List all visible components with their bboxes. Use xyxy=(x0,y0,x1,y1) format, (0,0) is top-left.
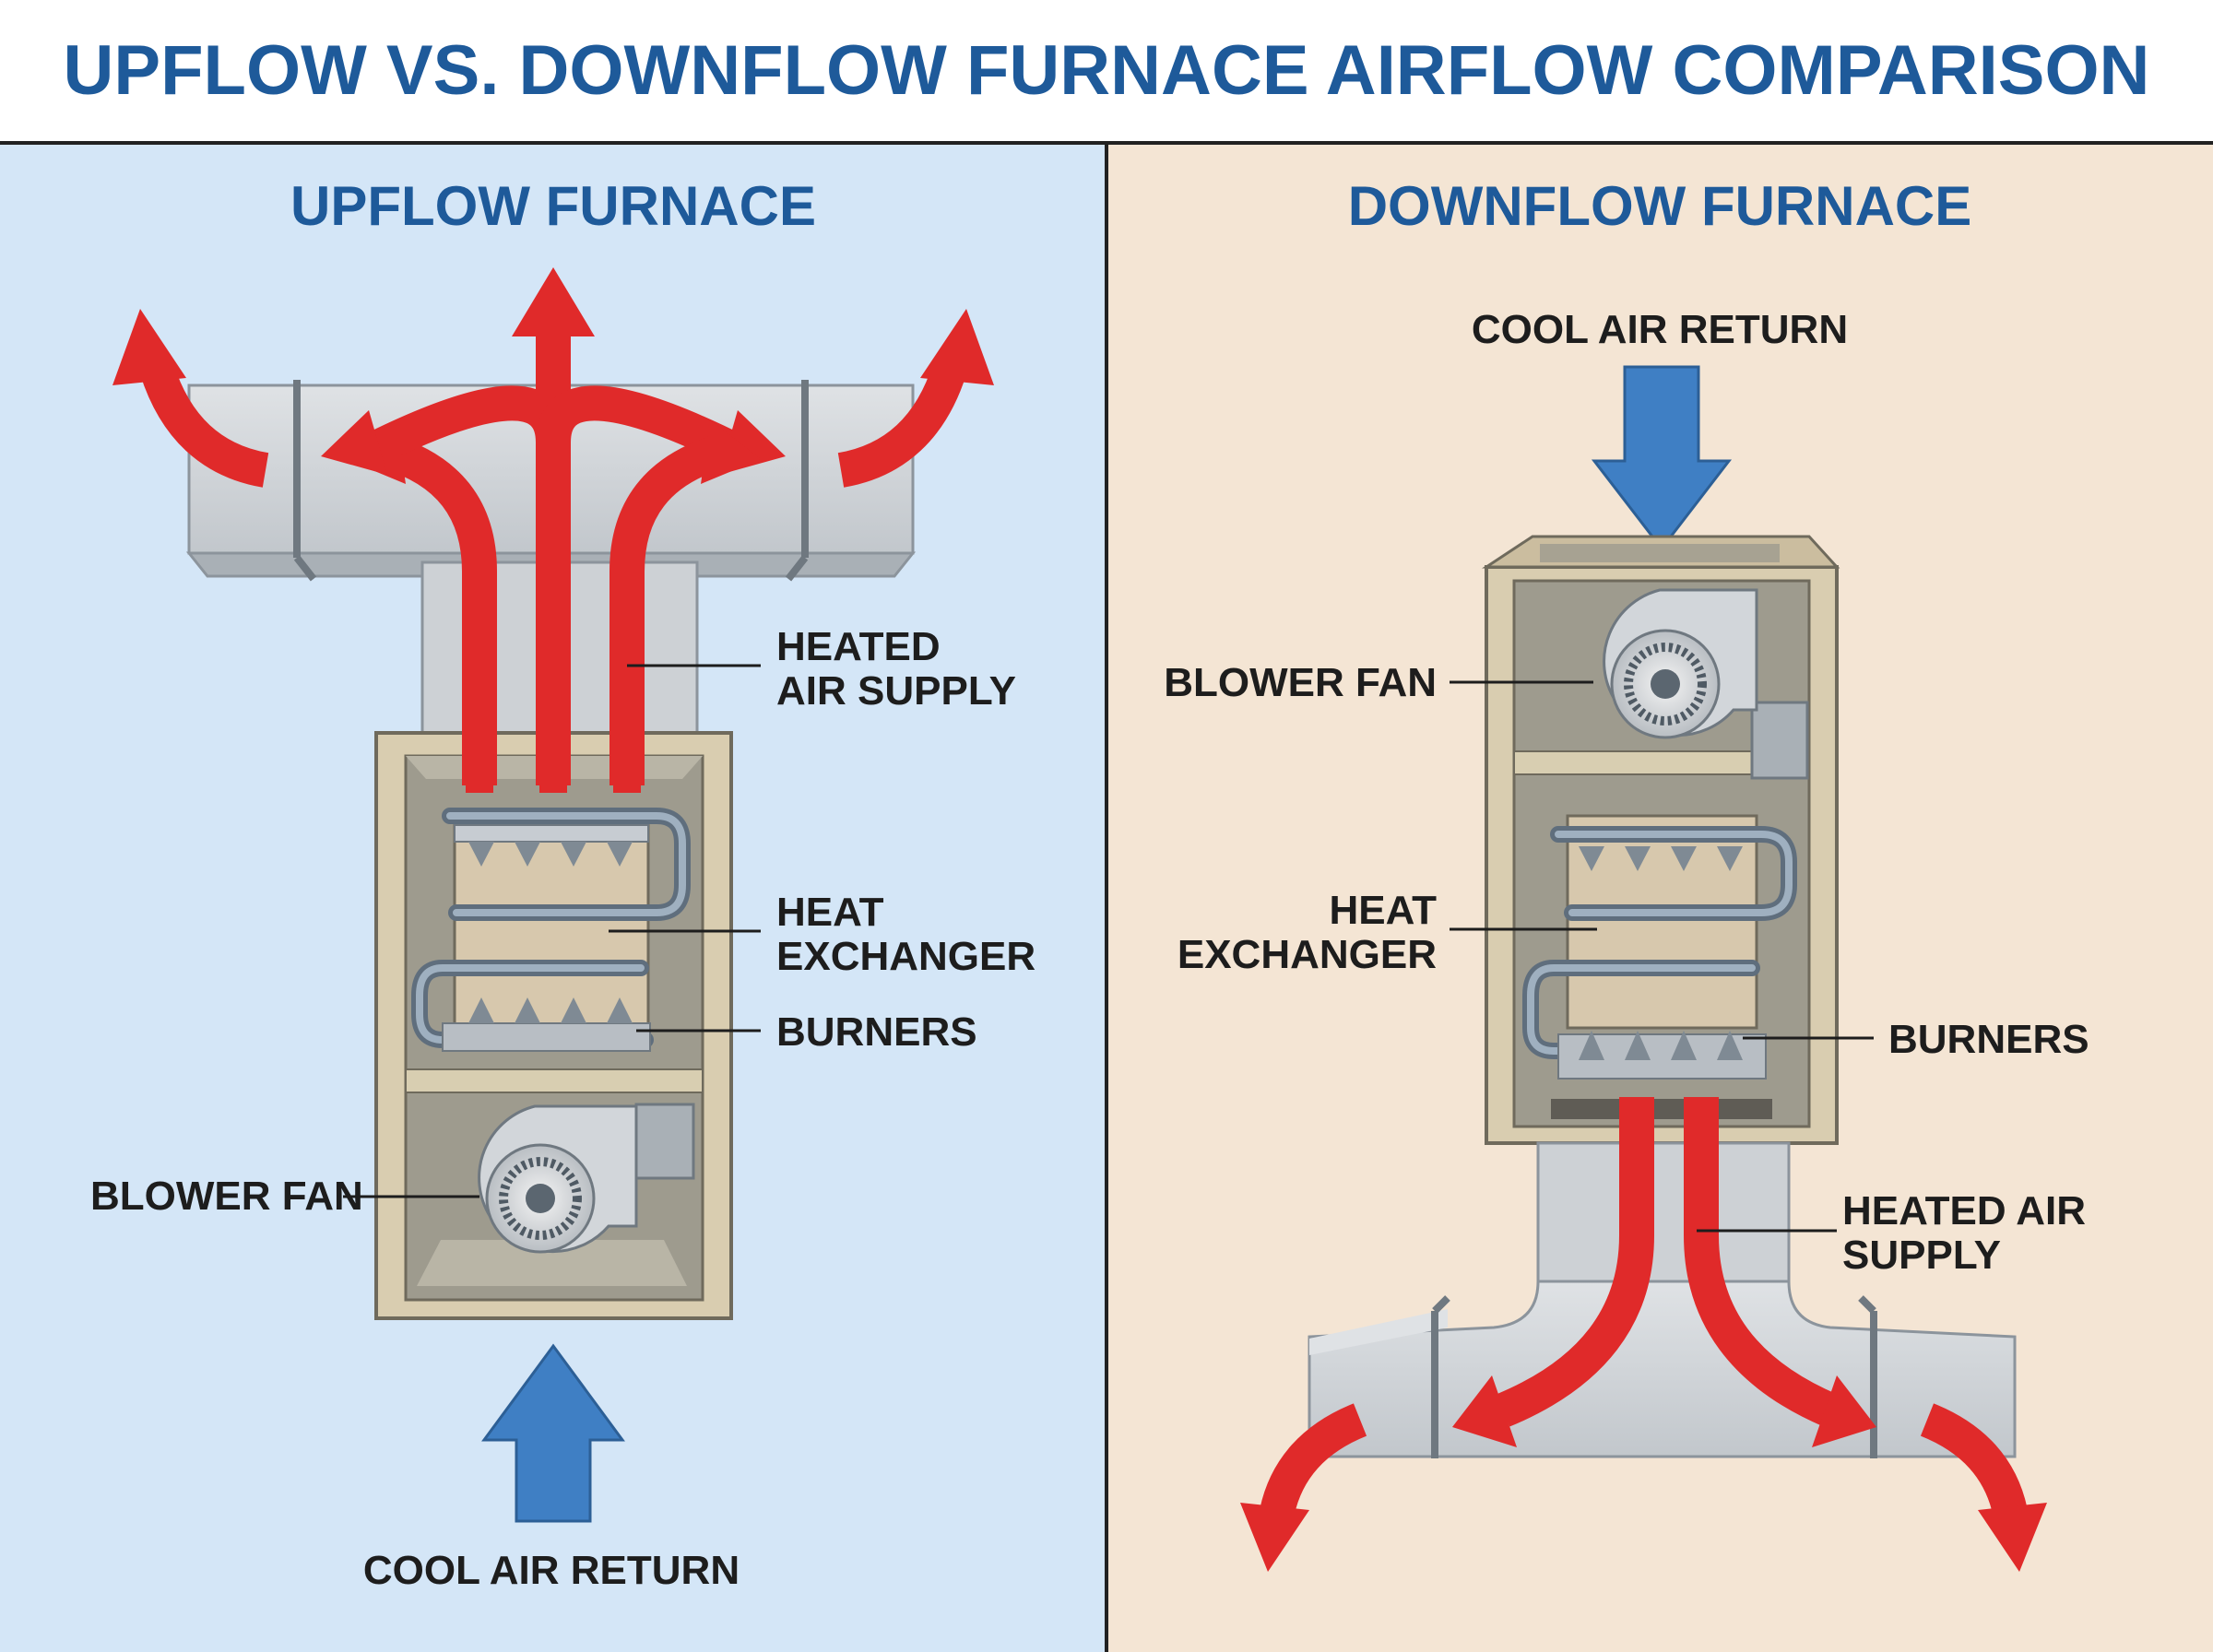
upflow-heated-air-arrows xyxy=(139,313,967,785)
upflow-label-heated-air-supply-1: HEATED xyxy=(776,624,941,669)
upflow-label-burners: BURNERS xyxy=(776,1009,977,1055)
downflow-label-burners: BURNERS xyxy=(1888,1017,2089,1062)
downflow-label-heated-air-supply-2: SUPPLY xyxy=(1842,1233,2001,1278)
downflow-label-heat-exchanger-2: EXCHANGER xyxy=(1178,932,1437,977)
upflow-heated-air-arrowheads xyxy=(112,267,994,484)
upflow-diagram: UPFLOW FURNACE xyxy=(90,175,1035,1593)
downflow-heated-air-arrowheads xyxy=(1240,1375,2047,1572)
downflow-blower-fan xyxy=(1603,588,1809,780)
downflow-label-cool-air-return: COOL AIR RETURN xyxy=(1472,307,1848,352)
upflow-cool-air-arrow xyxy=(481,1343,625,1523)
upflow-label-heat-exchanger-2: EXCHANGER xyxy=(776,934,1035,979)
upflow-leader-lines xyxy=(343,664,761,1198)
upflow-heat-exchanger xyxy=(411,808,691,1048)
downflow-cool-air-arrow xyxy=(1591,365,1733,551)
downflow-heading: DOWNFLOW FURNACE xyxy=(1348,175,1972,237)
downflow-diagram: DOWNFLOW FURNACE xyxy=(1164,175,2089,1572)
upflow-heated-air-inflow xyxy=(466,747,641,793)
downflow-heat-exchanger xyxy=(1522,814,1797,1059)
downflow-label-blower-fan: BLOWER FAN xyxy=(1164,660,1437,705)
upflow-blower-fan xyxy=(417,1103,695,1286)
downflow-leader-lines xyxy=(1450,680,1874,1233)
downflow-burners xyxy=(1551,1031,1772,1119)
upflow-label-heated-air-supply-2: AIR SUPPLY xyxy=(776,668,1016,714)
page-title: UPFLOW VS. DOWNFLOW FURNACE AIRFLOW COMP… xyxy=(64,31,2150,110)
upflow-label-cool-air-return: COOL AIR RETURN xyxy=(363,1548,740,1593)
downflow-label-heat-exchanger-1: HEAT xyxy=(1329,888,1437,933)
upflow-burners xyxy=(442,997,651,1052)
header-band xyxy=(0,0,2213,143)
upflow-heading: UPFLOW FURNACE xyxy=(290,175,816,237)
upflow-label-heat-exchanger-1: HEAT xyxy=(776,890,884,935)
downflow-label-heated-air-supply-1: HEATED AIR xyxy=(1842,1188,2086,1233)
downflow-heated-air-arrows xyxy=(1260,1097,2028,1516)
upflow-label-blower-fan: BLOWER FAN xyxy=(90,1174,363,1219)
